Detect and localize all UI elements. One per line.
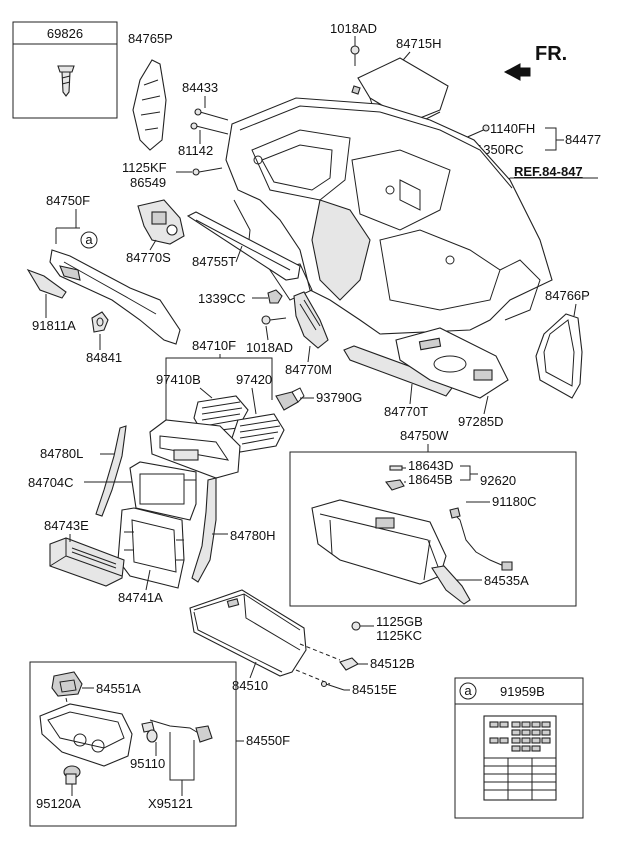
bracket-84741a xyxy=(117,507,185,589)
label-x95121: X95121 xyxy=(148,796,193,811)
label-84715h: 84715H xyxy=(396,36,442,51)
label-97420: 97420 xyxy=(236,372,272,387)
label-1339cc: 1339CC xyxy=(198,291,246,306)
label-84550f: 84550F xyxy=(246,733,290,748)
front-direction-arrow-icon xyxy=(503,63,531,81)
cover-84551a xyxy=(51,671,83,697)
label-93790g: 93790G xyxy=(316,390,362,405)
label-18645b: 18645B xyxy=(408,472,453,487)
console-bracket-84550f xyxy=(39,703,133,767)
garnish-84770t xyxy=(343,345,453,397)
label-84750w: 84750W xyxy=(400,428,449,443)
label-callout-a: a xyxy=(85,232,93,247)
inset-callout-a-circle xyxy=(459,682,477,700)
label-86549: 86549 xyxy=(130,175,166,190)
label-92620: 92620 xyxy=(480,473,516,488)
label-84770s: 84770S xyxy=(126,250,171,265)
tray-84743e xyxy=(49,537,125,587)
label-84766p: 84766P xyxy=(545,288,590,303)
label-84743e: 84743E xyxy=(44,518,89,533)
label-1018ad-top: 1018AD xyxy=(330,21,377,36)
label-97410b: 97410B xyxy=(156,372,201,387)
label-84770t: 84770T xyxy=(384,404,428,419)
damper-84535a xyxy=(431,565,471,605)
socket-95120a xyxy=(63,765,81,785)
side-cover-right-84766p xyxy=(535,313,583,399)
pin-84515e xyxy=(320,680,345,691)
label-18643d: 18643D xyxy=(408,458,454,473)
label-69826: 69826 xyxy=(47,26,83,41)
screw-clip-icon xyxy=(57,65,75,97)
latch-84512b xyxy=(339,657,359,671)
main-crash-pad-assembly xyxy=(225,97,553,335)
glove-box-group-frame xyxy=(289,451,577,607)
label-84510: 84510 xyxy=(232,678,268,693)
label-84765p: 84765P xyxy=(128,31,173,46)
cover-91811a xyxy=(26,268,67,299)
label-84770m: 84770M xyxy=(285,362,332,377)
label-84780h: 84780H xyxy=(230,528,276,543)
label-84477: 84477 xyxy=(565,132,601,147)
bulb-18643d xyxy=(389,465,403,471)
label-84780l: 84780L xyxy=(40,446,83,461)
label-84710f: 84710F xyxy=(192,338,236,353)
cap-84841 xyxy=(91,311,109,333)
screw-1018ad-mid xyxy=(261,315,287,325)
label-91180c: 91180C xyxy=(492,494,537,509)
label-84515e: 84515E xyxy=(352,682,397,697)
label-84551a: 84551A xyxy=(96,681,141,696)
label-1125kc: 1125KC xyxy=(376,628,422,643)
garnish-84770m xyxy=(293,291,329,349)
wiring-91180c xyxy=(449,507,513,571)
label-1125kf: 1125KF xyxy=(122,160,167,175)
label-84433: 84433 xyxy=(182,80,218,95)
glove-box-housing-84750w xyxy=(311,499,447,585)
screw-1018ad-top xyxy=(350,45,360,66)
label-84755t: 84755T xyxy=(192,254,236,269)
label-81142: 81142 xyxy=(178,143,213,158)
center-panel-97285d xyxy=(395,327,509,399)
label-inset-a: a xyxy=(464,683,472,698)
side-cover-left-84765p xyxy=(132,59,167,151)
label-84512b: 84512B xyxy=(370,656,415,671)
label-91959b: 91959B xyxy=(500,684,545,699)
label-97285d: 97285D xyxy=(458,414,504,429)
inset-box-91959b xyxy=(454,677,584,819)
label-ref-84-847: REF.84-847 xyxy=(514,164,583,179)
bolt-84433 xyxy=(194,108,229,121)
socket-18645b xyxy=(385,479,405,491)
switch-panel-84770s xyxy=(137,199,185,245)
label-95120a: 95120A xyxy=(36,796,81,811)
inset-box-69826: 69826 xyxy=(12,21,118,119)
center-fascia-84710f xyxy=(149,419,241,479)
label-84841: 84841 xyxy=(86,350,122,365)
screw-1125gb xyxy=(351,621,374,631)
label-1018ad-mid: 1018AD xyxy=(246,340,293,355)
nut-1339cc xyxy=(267,289,283,304)
label-84704c: 84704C xyxy=(28,475,74,490)
side-trim-84780h xyxy=(191,477,217,583)
label-1125gb: 1125GB xyxy=(376,614,423,629)
label-84741a: 84741A xyxy=(118,590,163,605)
console-group-frame xyxy=(29,661,237,827)
label-91811a: 91811A xyxy=(32,318,76,333)
callout-a-circle xyxy=(80,231,98,249)
label-front-direction: FR. xyxy=(535,43,567,65)
fuse-label-sticker-icon xyxy=(483,715,557,801)
side-trim-84780l xyxy=(95,425,127,517)
label-1350rc: 1350RC xyxy=(476,142,524,157)
label-95110: 95110 xyxy=(130,756,165,771)
glove-box-84510 xyxy=(189,589,307,677)
label-1140fh: 1140FH xyxy=(490,121,535,136)
wiring-95110 xyxy=(141,719,213,743)
lower-panel-84750f xyxy=(49,249,181,345)
bolt-81142 xyxy=(190,122,229,135)
switch-93790g xyxy=(275,387,305,411)
bracket-84755t xyxy=(186,211,301,281)
label-84535a: 84535A xyxy=(484,573,529,588)
bolt-1125kf xyxy=(192,167,223,176)
label-84750f: 84750F xyxy=(46,193,90,208)
